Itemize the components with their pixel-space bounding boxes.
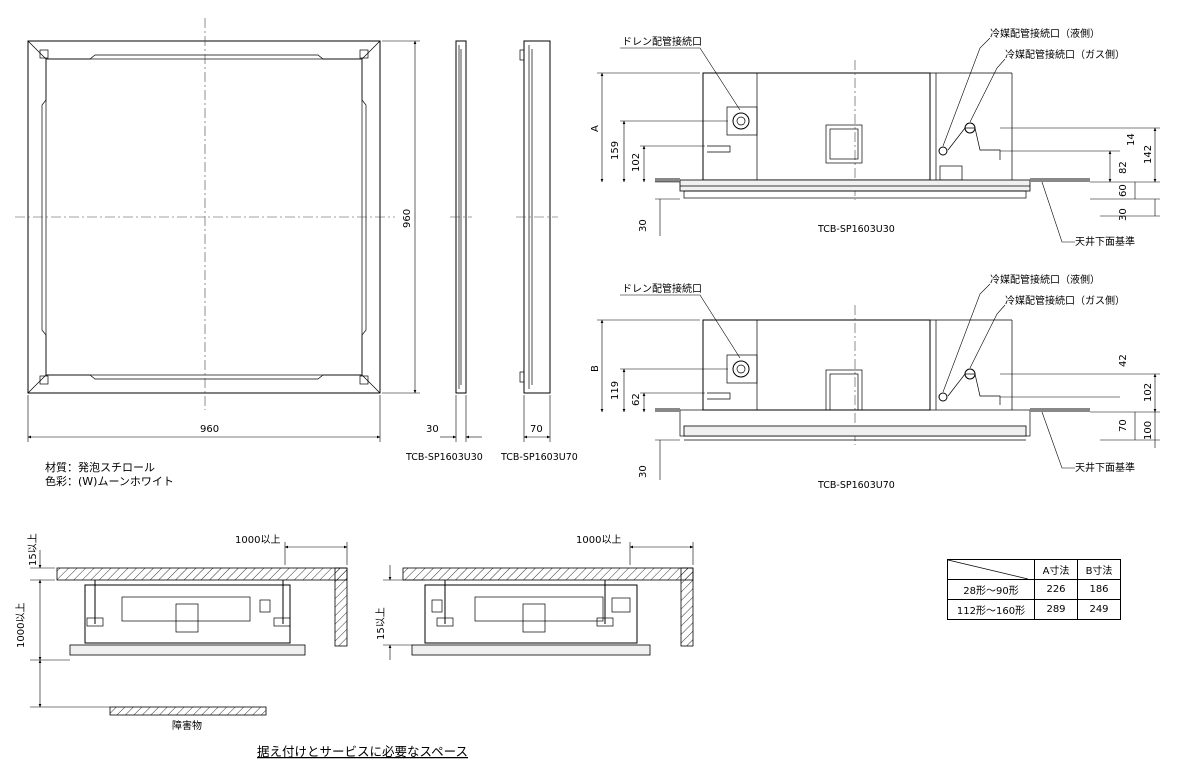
table-cell: 226 — [1034, 579, 1078, 600]
service-space-right: 1000以上 15以上 — [375, 534, 694, 660]
u70-dim-42: 42 — [1118, 354, 1129, 367]
side-u70-width-dim: 70 — [530, 424, 543, 435]
left-dim-1000-vertical: 1000以上 — [15, 603, 27, 648]
u30-dim-30: 30 — [638, 219, 649, 232]
material-line-2: 色彩：(W)ムーンホワイト — [45, 474, 174, 488]
side-view-u70: 70 TCB-SP1603U70 — [500, 40, 578, 463]
table-header-corner — [947, 559, 1035, 580]
side-u70-caption: TCB-SP1603U70 — [500, 452, 578, 463]
u30-dim-60: 60 — [1118, 184, 1129, 197]
diagonal-line — [948, 560, 1028, 579]
u30-dim-a: A — [590, 125, 601, 132]
u70-dim-62: 62 — [631, 393, 642, 406]
table-header-a: A寸法 — [1034, 559, 1078, 580]
u30-gas-label: 冷媒配管接続口（ガス側） — [1005, 48, 1125, 61]
u70-dim-100: 100 — [1143, 421, 1154, 440]
square-top-view: 960 960 — [15, 18, 420, 442]
table-row: 112形～160形 289 249 — [947, 599, 1121, 620]
left-dim-1000: 1000以上 — [235, 534, 280, 546]
dimension-table: A寸法 B寸法 28形～90形 226 186 112形～160形 289 24… — [947, 559, 1121, 620]
square-width-dim: 960 — [200, 424, 219, 435]
u30-dim-14: 14 — [1126, 133, 1137, 146]
u30-dim-102: 102 — [631, 153, 642, 172]
table-cell: 28形～90形 — [947, 579, 1035, 600]
elevation-u70: B 119 62 30 42 102 70 100 ドレン配管接続口 冷媒配管接… — [590, 273, 1160, 491]
right-dim-1000: 1000以上 — [576, 534, 621, 546]
u70-dim-119: 119 — [610, 381, 621, 400]
u70-ceiling-label: 天井下面基準 — [1075, 461, 1135, 474]
square-height-dim: 960 — [402, 209, 413, 228]
side-u30-caption: TCB-SP1603U30 — [405, 452, 483, 463]
table-cell: 249 — [1077, 599, 1121, 620]
u70-caption: TCB-SP1603U70 — [817, 480, 895, 491]
u70-dim-70: 70 — [1118, 419, 1129, 432]
u70-dim-102: 102 — [1143, 383, 1154, 402]
service-space-title: 据え付けとサービスに必要なスペース — [257, 744, 468, 759]
u70-drain-label: ドレン配管接続口 — [622, 282, 702, 295]
u30-caption: TCB-SP1603U30 — [817, 224, 895, 235]
table-header-b: B寸法 — [1077, 559, 1121, 580]
u30-dim-159: 159 — [610, 141, 621, 160]
u70-gas-label: 冷媒配管接続口（ガス側） — [1005, 294, 1125, 307]
u70-dim-b: B — [590, 365, 601, 372]
u30-dim-30-right: 30 — [1118, 208, 1129, 221]
table-header-row: A寸法 B寸法 — [947, 559, 1121, 580]
u70-dim-30: 30 — [638, 465, 649, 478]
u30-dim-142: 142 — [1143, 145, 1154, 164]
u30-ceiling-label: 天井下面基準 — [1075, 235, 1135, 248]
side-u30-width-dim: 30 — [426, 424, 439, 435]
service-space-left: 1000以上 15以上 1000以上 障害物 — [15, 533, 348, 732]
u30-dim-82: 82 — [1118, 161, 1129, 174]
obstacle-label: 障害物 — [172, 719, 202, 732]
table-cell: 289 — [1034, 599, 1078, 620]
u30-liquid-label: 冷媒配管接続口（液側） — [990, 27, 1100, 40]
material-line-1: 材質：発泡スチロール — [45, 460, 155, 474]
right-dim-15: 15以上 — [375, 607, 387, 640]
table-cell: 112形～160形 — [947, 599, 1035, 620]
side-view-u30: 30 TCB-SP1603U30 — [405, 40, 483, 463]
u30-drain-label: ドレン配管接続口 — [622, 35, 702, 48]
u70-liquid-label: 冷媒配管接続口（液側） — [990, 273, 1100, 286]
left-dim-15: 15以上 — [27, 533, 39, 566]
table-row: 28形～90形 226 186 — [947, 579, 1121, 600]
table-cell: 186 — [1077, 579, 1121, 600]
elevation-u30: A 159 102 30 14 82 142 60 30 ドレン配管接続口 冷媒… — [590, 27, 1160, 248]
